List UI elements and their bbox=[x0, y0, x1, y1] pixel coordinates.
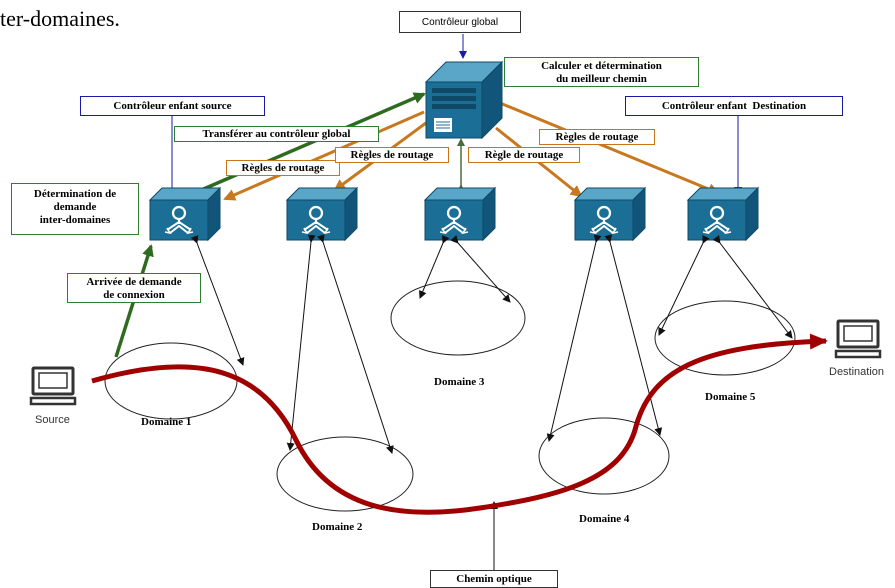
connection-request-label: Arrivée de demande de connexion bbox=[67, 273, 201, 303]
optical-path bbox=[91, 333, 828, 515]
router-icon-domain3 bbox=[423, 186, 497, 242]
destination-computer-icon bbox=[834, 319, 882, 359]
server-icon bbox=[424, 60, 504, 140]
arrow-transfer-global bbox=[184, 92, 426, 199]
global-controller-label: Contrôleur global bbox=[399, 11, 521, 33]
router-icon-domain5 bbox=[686, 186, 760, 242]
domain2-label: Domaine 2 bbox=[312, 521, 363, 533]
domain-links bbox=[190, 234, 793, 454]
arrow-rules-d1 bbox=[223, 110, 425, 201]
destination-child-controller-label: Contrôleur enfant Destination bbox=[625, 96, 843, 116]
routing-rules-label-2: Règles de routage bbox=[335, 147, 449, 163]
source-computer-icon bbox=[29, 366, 77, 406]
transfer-global-label: Transférer au contrôleur global bbox=[174, 126, 379, 142]
domain3-label: Domaine 3 bbox=[434, 376, 485, 388]
router-icon-domain2 bbox=[285, 186, 359, 242]
optical-path-label: Chemin optique bbox=[430, 570, 558, 588]
domain1-ellipse bbox=[104, 342, 238, 420]
page-title: ter-domaines. bbox=[0, 6, 120, 31]
inter-domain-request-label: Détermination de demande inter-domaines bbox=[11, 183, 139, 235]
arrow-rules-d5 bbox=[499, 101, 720, 195]
router-icon-domain4 bbox=[573, 186, 647, 242]
destination-label: Destination bbox=[829, 366, 885, 378]
domain5-label: Domaine 5 bbox=[705, 391, 756, 403]
routing-rules-label-3: Règle de routage bbox=[468, 147, 580, 163]
domain4-ellipse bbox=[538, 417, 670, 495]
domain3-ellipse bbox=[390, 280, 526, 356]
source-label: Source bbox=[35, 414, 70, 426]
domain1-label: Domaine 1 bbox=[141, 416, 192, 428]
domain5-ellipse bbox=[654, 300, 796, 376]
routing-rules-label-1: Règles de routage bbox=[226, 160, 340, 176]
routing-rules-label-4: Règles de routage bbox=[539, 129, 655, 145]
source-child-controller-label: Contrôleur enfant source bbox=[80, 96, 265, 116]
calculate-path-label: Calculer et détermination du meilleur ch… bbox=[504, 57, 699, 87]
router-icon-domain1 bbox=[148, 186, 222, 242]
domain4-label: Domaine 4 bbox=[579, 513, 630, 525]
